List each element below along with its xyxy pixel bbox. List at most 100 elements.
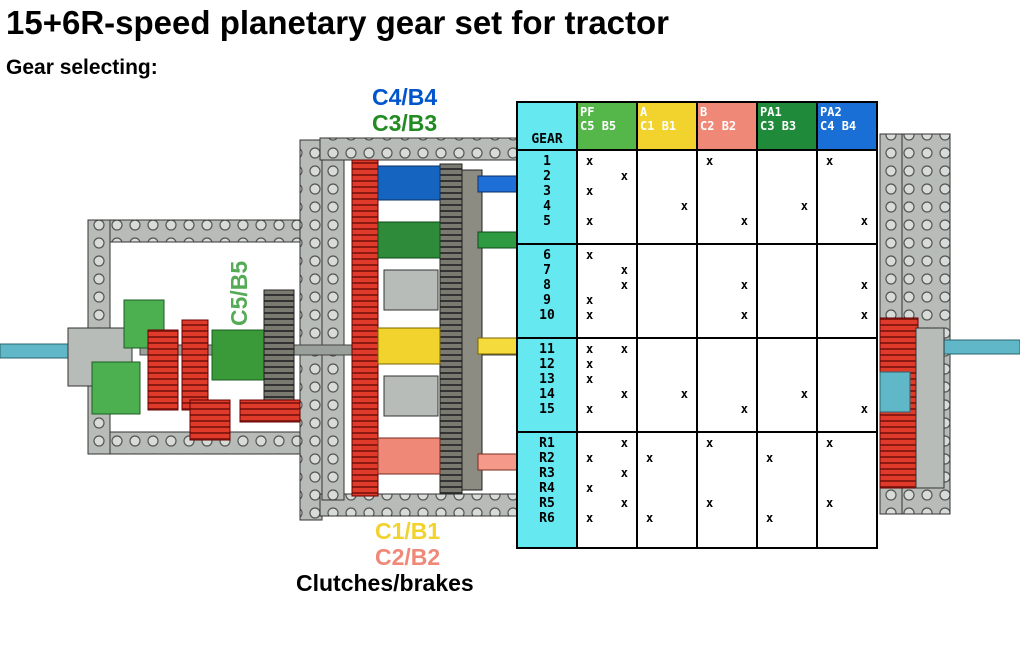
- gear-number: 14: [539, 387, 555, 403]
- engage-mark: [706, 278, 727, 293]
- engage-mark: [826, 511, 847, 526]
- engage-mark: [847, 466, 868, 481]
- selection-cell-pa2: x: [816, 337, 878, 434]
- engage-mark: [787, 481, 808, 496]
- engage-mark: [706, 293, 727, 308]
- engage-mark: [727, 248, 748, 263]
- engage-mark: [826, 466, 847, 481]
- engage-mark: [826, 402, 847, 417]
- engage-mark: [706, 199, 727, 214]
- engage-mark: [826, 169, 847, 184]
- engage-mark: [787, 169, 808, 184]
- engage-mark: [826, 342, 847, 357]
- engage-mark: [667, 308, 688, 323]
- engage-mark: [787, 308, 808, 323]
- engage-mark: [646, 214, 667, 229]
- engage-mark: x: [706, 496, 714, 511]
- engage-mark: [847, 248, 868, 263]
- gear-number: 7: [543, 263, 551, 279]
- engage-mark: [646, 372, 667, 387]
- engage-mark: [826, 263, 847, 278]
- engage-mark: [667, 436, 688, 451]
- engage-mark: [766, 293, 787, 308]
- engage-mark: [667, 466, 688, 481]
- engage-mark: [667, 357, 688, 372]
- engage-mark: [586, 278, 607, 293]
- engage-mark: [727, 184, 748, 199]
- engage-mark: [787, 293, 808, 308]
- gear-number: 11: [539, 342, 555, 358]
- label-c5-b5: C5/B5: [226, 260, 252, 326]
- engage-mark: x: [740, 308, 748, 323]
- engage-mark: [847, 154, 868, 169]
- selection-cell-pa1: x: [756, 337, 818, 434]
- engage-mark: [766, 402, 787, 417]
- engage-mark: [787, 184, 808, 199]
- selection-cell-a: x: [636, 148, 698, 246]
- engage-mark: [766, 481, 787, 496]
- engage-mark: [787, 214, 808, 229]
- engage-mark: [667, 278, 688, 293]
- output-section: [879, 317, 945, 489]
- engage-mark: x: [586, 293, 594, 308]
- engage-mark: [787, 263, 808, 278]
- engage-mark: [766, 436, 787, 451]
- engage-mark: [787, 436, 808, 451]
- engage-mark: x: [586, 214, 594, 228]
- engage-mark: [826, 184, 847, 199]
- engage-mark: x: [620, 342, 628, 357]
- engage-mark: x: [586, 248, 594, 263]
- engage-mark: [787, 342, 808, 357]
- input-section: [67, 289, 301, 441]
- selection-cell-pa1: x: [756, 148, 818, 246]
- header-a-clutch: C1: [640, 119, 655, 133]
- engage-mark: [646, 308, 667, 323]
- engage-mark: [766, 372, 787, 387]
- label-c4-b4: C4/B4: [372, 84, 438, 110]
- engage-mark: [826, 214, 847, 229]
- engage-mark: [766, 342, 787, 357]
- engage-mark: [787, 496, 808, 511]
- engage-mark: x: [680, 199, 688, 213]
- engage-mark: [706, 466, 727, 481]
- engage-mark: x: [706, 154, 714, 168]
- engage-mark: [667, 263, 688, 278]
- gear-number: 3: [543, 184, 551, 199]
- engage-mark: [646, 248, 667, 263]
- header-a-brake: B1: [661, 119, 677, 133]
- gear-number: R2: [539, 451, 555, 467]
- engage-mark: [787, 248, 808, 263]
- engage-mark: [646, 184, 667, 199]
- engage-mark: [847, 451, 868, 466]
- engage-mark: [766, 466, 787, 481]
- engage-mark: [667, 248, 688, 263]
- engage-mark: x: [586, 481, 594, 496]
- engage-mark: [667, 293, 688, 308]
- engage-mark: [766, 248, 787, 263]
- engage-mark: [787, 278, 808, 293]
- engage-mark: x: [586, 372, 594, 387]
- header-pa2-clutch: C4: [820, 119, 835, 133]
- engage-mark: x: [646, 511, 654, 526]
- engage-mark: [646, 169, 667, 184]
- engage-mark: [727, 387, 748, 402]
- engage-mark: [706, 357, 727, 372]
- gear-number: 5: [543, 214, 551, 229]
- gear-number: 12: [539, 357, 555, 373]
- engage-mark: [607, 357, 628, 372]
- engage-mark: [646, 278, 667, 293]
- header-b-clutch: C2: [700, 119, 715, 133]
- engage-mark: [607, 402, 628, 417]
- engage-mark: [667, 169, 688, 184]
- gear-number: R3: [539, 466, 555, 482]
- engage-mark: [727, 199, 748, 214]
